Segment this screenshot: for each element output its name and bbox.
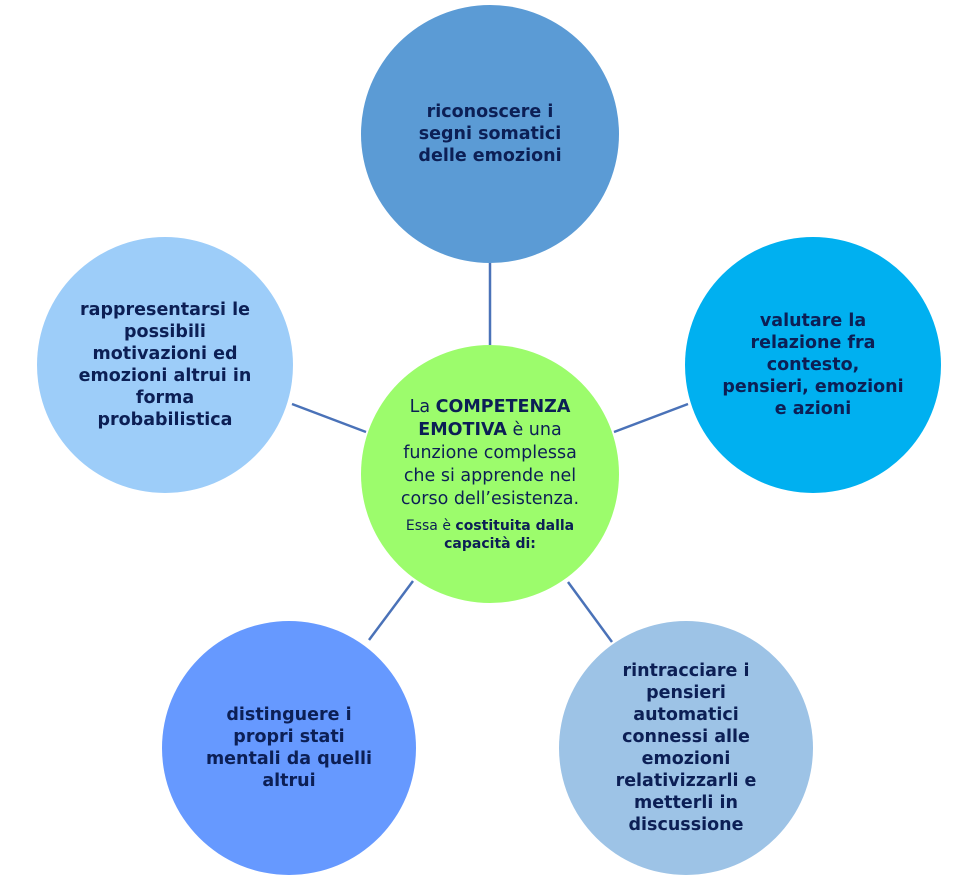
center-rest: è una funzione complessa che si apprende… (400, 419, 580, 509)
center-sub-bold: costituita dalla capacità di: (444, 517, 575, 552)
node-riconoscere-segni-somatici: riconoscere i segni somatici delle emozi… (361, 5, 619, 263)
center-sub-text: Essa è costituita dalla capacità di: (361, 517, 619, 553)
connector-right (613, 402, 689, 434)
node-bottom-left-label: distinguere i propri stati mentali da qu… (205, 705, 373, 791)
node-top-label: riconoscere i segni somatici delle emozi… (418, 102, 562, 166)
center-highlight: COMPETENZA EMOTIVA (418, 396, 571, 440)
node-right-label: valutare la relazione fra contesto, pens… (722, 311, 904, 419)
node-center-competenza-emotiva: La COMPETENZA EMOTIVA è una funzione com… (361, 345, 619, 603)
connector-left (291, 402, 367, 434)
center-prefix: La (409, 396, 436, 417)
connector-bottom-left (367, 580, 415, 641)
node-valutare-relazione: valutare la relazione fra contesto, pens… (685, 237, 941, 493)
center-main-text: La COMPETENZA EMOTIVA è una funzione com… (361, 396, 619, 511)
node-rintracciare-pensieri: rintracciare i pensieri automatici conne… (559, 621, 813, 875)
node-rappresentarsi-motivazioni: rappresentarsi le possibili motivazioni … (37, 237, 293, 493)
center-sub-plain: Essa è (405, 517, 456, 534)
connector-bottom-right (566, 581, 614, 643)
node-bottom-right-label: rintracciare i pensieri automatici conne… (615, 661, 757, 835)
node-left-label: rappresentarsi le possibili motivazioni … (78, 300, 252, 430)
node-distinguere-stati-mentali: distinguere i propri stati mentali da qu… (162, 621, 416, 875)
